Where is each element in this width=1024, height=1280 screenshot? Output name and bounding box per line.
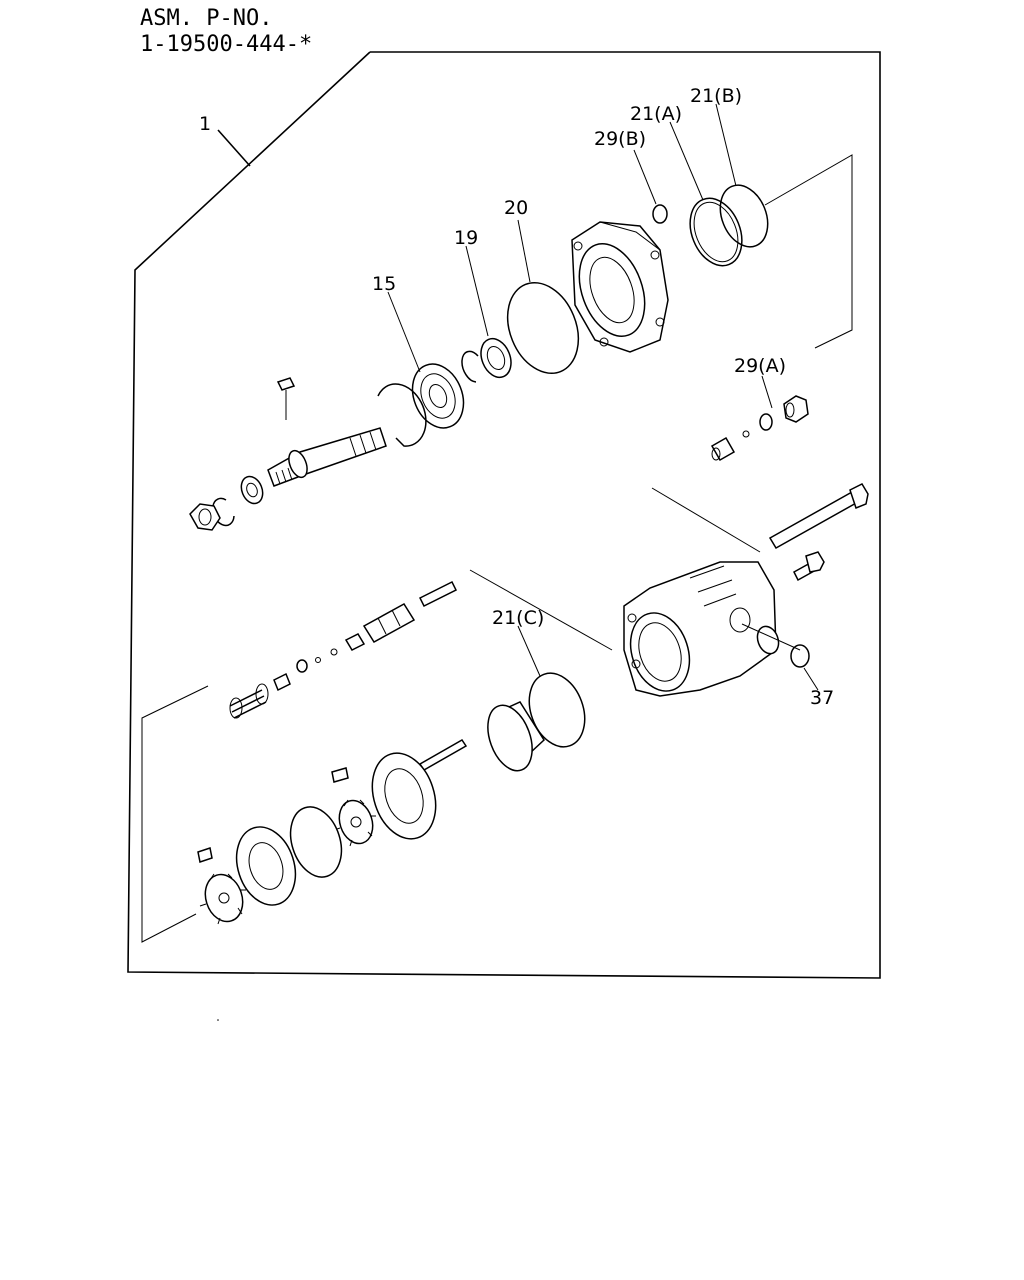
small-ball-b [315,657,321,663]
leader-29a [761,375,773,409]
leader-19 [465,245,489,337]
leader-37-link [741,623,801,651]
spring-seat [273,672,291,692]
end-plate [487,701,545,772]
vane-upper [331,767,349,783]
assembly-part-number: ASM. P-NO. 1-19500-444-* [140,6,312,58]
leader-21a [669,121,704,201]
pressure-plate [235,826,297,906]
leader-37 [803,667,819,691]
vane-lower [197,847,213,863]
spool-group-link [469,569,613,651]
o-ring-29a [759,413,773,431]
side-plate [289,806,343,878]
leader-20 [517,219,531,283]
upper-group-bracket [764,154,853,349]
scan-speck [217,1019,219,1021]
input-shaft [267,427,387,487]
plug-29a [783,395,809,423]
callout-20: 20 [504,197,528,219]
o-ring-21c [528,672,586,748]
snap-ring-small [461,350,479,383]
valve-group-link [651,487,761,553]
snap-ring-large [377,383,427,447]
spring [229,683,269,719]
long-bolt [768,483,869,550]
o-ring-21a [689,197,743,267]
leader-29b [633,149,657,205]
callout-21a: 21(A) [630,103,682,125]
pin-lower [418,739,468,771]
rotor-lower [199,873,246,925]
check-ball [742,430,750,438]
callout-19: 19 [454,227,478,249]
short-bolt [793,551,825,582]
callout-29a: 29(A) [734,355,786,377]
rotor-upper [333,799,376,847]
key [276,377,296,391]
assembly-number: 1-19500-444-* [140,32,313,57]
valve-seat [710,436,736,462]
upper-housing [571,221,669,353]
o-ring-29b [652,204,668,224]
small-washer [296,659,308,673]
pin-upper [418,580,458,608]
washer-outer [240,475,264,505]
leader-15 [387,291,421,373]
small-ball-a [330,648,338,656]
lower-housing [623,561,780,697]
leader-21b [715,103,737,187]
callout-29b: 29(B) [594,128,646,150]
o-ring-37 [790,644,810,668]
leader-1 [217,129,251,167]
assembly-label: ASM. P-NO. [140,6,273,31]
callout-21b: 21(B) [690,85,742,107]
assembly-frame [127,51,881,979]
cam-ring [371,752,437,840]
seal-19 [480,337,512,379]
lock-nut [189,503,221,531]
callout-15: 15 [372,273,396,295]
lower-group-bracket [141,685,209,943]
spool-plug [344,633,366,651]
o-ring-20 [506,281,580,375]
callout-1: 1 [199,113,211,135]
callout-37: 37 [810,687,834,709]
callout-21c: 21(C) [492,607,544,629]
o-ring-21b [719,184,769,248]
control-spool [362,603,416,643]
leader-21c [517,625,541,677]
